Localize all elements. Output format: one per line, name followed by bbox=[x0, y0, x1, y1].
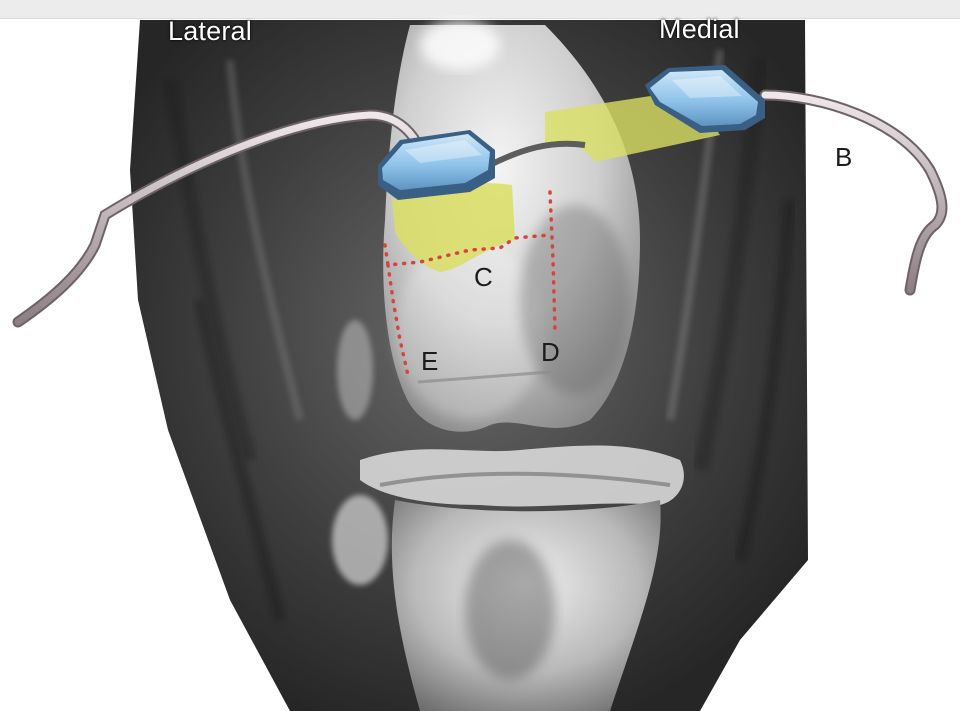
medial-label: Medial bbox=[659, 14, 740, 45]
marker-e-label: E bbox=[421, 346, 438, 377]
marker-c-label: C bbox=[474, 262, 493, 293]
lateral-label: Lateral bbox=[168, 16, 252, 47]
marker-b-label: B bbox=[835, 142, 852, 173]
joint-line bbox=[360, 446, 684, 507]
marker-d-label: D bbox=[541, 337, 560, 368]
